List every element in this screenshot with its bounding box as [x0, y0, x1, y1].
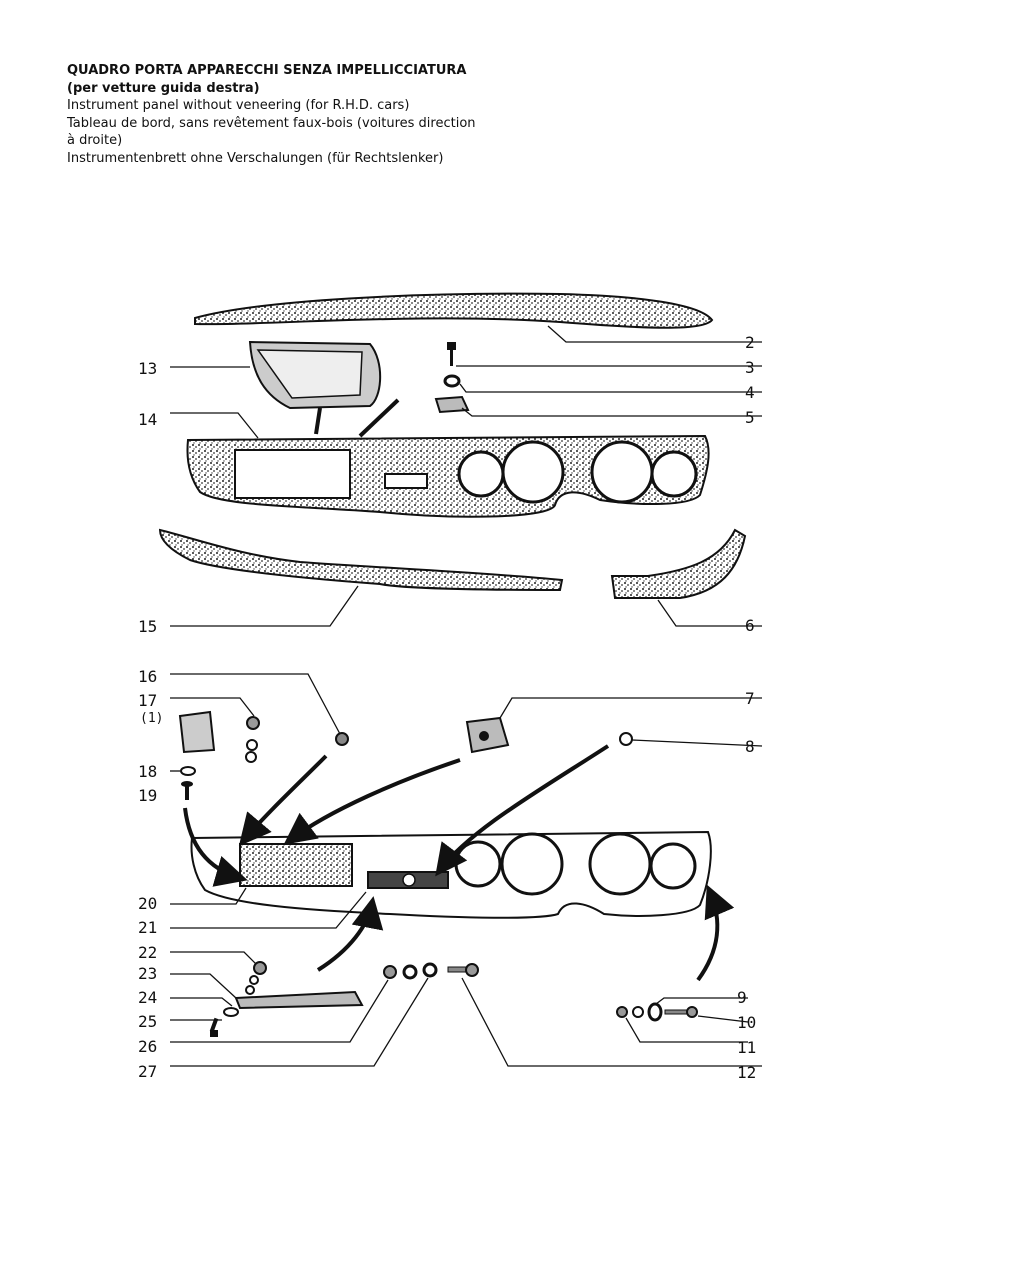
leader-6 [657, 599, 762, 627]
part-clip-16 [335, 732, 349, 746]
leader-11 [625, 1017, 748, 1043]
callout-12: 12 [737, 1063, 756, 1082]
part-washer-9 [647, 1002, 663, 1022]
callout-4: 4 [745, 383, 755, 402]
callout-17: 17 [138, 691, 157, 710]
leader-14 [170, 412, 259, 439]
part-screw-3 [447, 342, 456, 366]
leader-4 [459, 383, 762, 393]
callout-8: 8 [745, 737, 755, 756]
leader-9 [655, 997, 748, 1005]
callout-25: 25 [138, 1012, 157, 1031]
callout-7: 7 [745, 689, 755, 708]
leader-23 [170, 973, 237, 999]
part-radio-opening [384, 473, 428, 489]
part-bracket-24 [234, 990, 364, 1010]
arrow-bracket-to-ashtray [316, 896, 384, 972]
caption-de: Instrumentenbrett ohne Verschalungen (fü… [67, 150, 444, 166]
leader-5 [461, 407, 762, 417]
callout-16: 16 [138, 667, 157, 686]
leader-20 [170, 887, 247, 905]
arrow-16-to-door [238, 754, 328, 847]
part-washer-11b [632, 1006, 644, 1018]
leader-17 [170, 697, 255, 717]
part-screw-26 [209, 1017, 219, 1037]
part-lower-trim-6 [610, 528, 747, 599]
part-lower-trim-15 [158, 528, 564, 592]
page-header: QUADRO PORTA APPARECCHI SENZA IMPELLICCI… [67, 62, 627, 167]
gauge-hole-4 [650, 450, 698, 498]
leader-22 [170, 951, 257, 965]
gauge-2-lower [500, 832, 564, 896]
callout-10: 10 [737, 1013, 756, 1032]
part-bolt-10 [664, 1006, 698, 1018]
caption-fr-line2: à droite) [67, 133, 123, 148]
caption-fr-line1: Tableau de bord, sans revêtement faux-bo… [67, 115, 476, 131]
callout-5: 5 [745, 408, 755, 427]
part-top-pad-strip [194, 292, 714, 329]
part-emblem-8 [619, 732, 633, 746]
leader-10 [697, 1015, 749, 1023]
part-clip-5 [434, 395, 470, 414]
part-washer-18 [180, 766, 196, 776]
part-bolt-12 [447, 963, 479, 977]
leader-15 [170, 585, 359, 627]
arrow-glovebox-to-panel [314, 407, 322, 435]
part-glovebox-opening [234, 449, 351, 499]
leader-2 [547, 325, 762, 343]
callout-26: 26 [138, 1037, 157, 1056]
part-nut-11 [616, 1006, 628, 1018]
arrow-hardware-to-panel [696, 884, 735, 982]
part-washer-27c [422, 962, 438, 978]
leader-8 [631, 739, 763, 747]
arrow-clip-to-panel [358, 398, 400, 438]
leader-27 [170, 977, 429, 1067]
leader-16 [170, 673, 341, 735]
callout-23: 23 [138, 964, 157, 983]
leader-7 [499, 697, 762, 719]
callout-15: 15 [138, 617, 157, 636]
callout-13: 13 [138, 359, 157, 378]
part-nut-27 [383, 965, 397, 979]
part-washer-25 [223, 1007, 239, 1017]
callout-18: 18 [138, 762, 157, 781]
part-screw-19 [181, 781, 193, 800]
callout-14: 14 [138, 410, 157, 429]
part-nuts-22-24 [245, 961, 267, 995]
callout-22: 22 [138, 943, 157, 962]
leader-24 [170, 997, 233, 1007]
part-glovebox-door-20 [239, 843, 353, 887]
title-it: QUADRO PORTA APPARECCHI SENZA IMPELLICCI… [67, 63, 467, 78]
callout-19: 19 [138, 786, 157, 805]
part-nuts-17 [245, 716, 260, 763]
leader-12 [461, 977, 762, 1067]
callout-27: 27 [138, 1062, 157, 1081]
callout-9: 9 [737, 988, 747, 1007]
callout-2: 2 [745, 333, 755, 352]
callout-11: 11 [737, 1038, 756, 1057]
subtitle-it: (per vetture guida destra) [67, 80, 260, 96]
gauge-hole-1 [457, 450, 505, 498]
callout-17-note: (1) [140, 711, 163, 726]
part-washer-27b [402, 964, 418, 980]
part-bracket-1 [178, 710, 216, 754]
gauge-4-lower [649, 842, 697, 890]
callout-24: 24 [138, 988, 157, 1007]
leader-21 [170, 891, 367, 929]
arrow-19-to-door [183, 807, 248, 887]
part-washer-4 [443, 374, 461, 388]
callout-21: 21 [138, 918, 157, 937]
leader-26 [170, 979, 389, 1043]
callout-20: 20 [138, 894, 157, 913]
gauge-3-lower [588, 832, 652, 896]
arrow-8-to-ashtray [435, 744, 610, 877]
gauge-hole-3 [590, 440, 654, 504]
caption-en: Instrument panel without veneering (for … [67, 98, 410, 113]
gauge-hole-2 [501, 440, 565, 504]
arrow-7-to-door [283, 758, 461, 845]
callout-3: 3 [745, 358, 755, 377]
callout-6: 6 [745, 616, 755, 635]
